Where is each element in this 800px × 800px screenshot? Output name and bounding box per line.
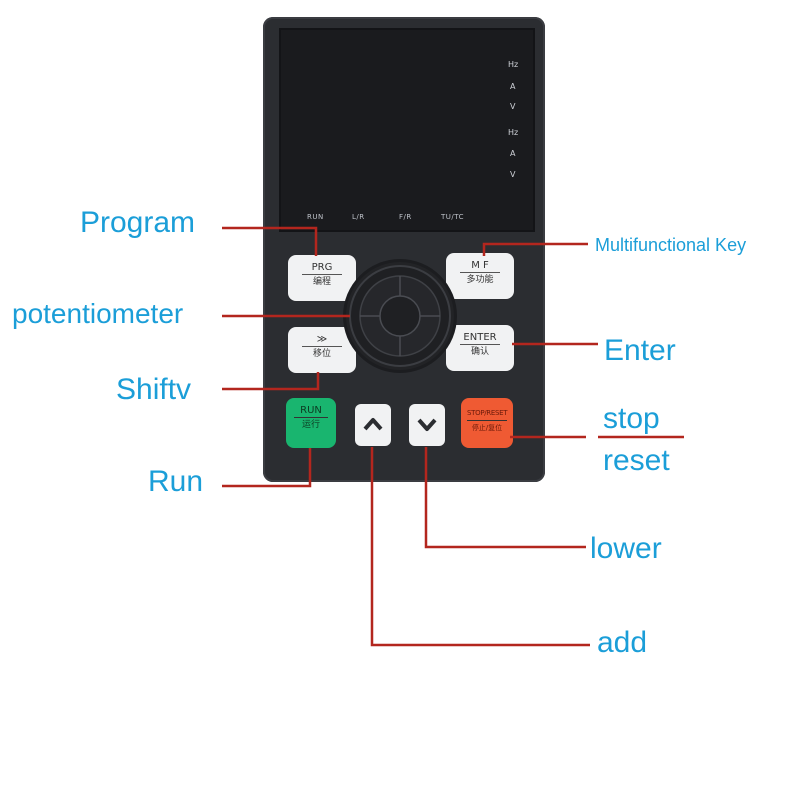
down-key[interactable] [409,404,445,446]
label-program: Program [80,206,196,239]
indicator-v-1: V [510,102,516,111]
led-fr-label: F/R [399,213,412,221]
mf-key[interactable]: M F 多功能 [446,253,514,299]
mf-key-sublabel: 多功能 [466,275,494,285]
label-shift: Shiftv [116,373,192,406]
run-key-sublabel: 运行 [301,420,320,430]
prg-key[interactable]: PRG 编程 [288,255,356,301]
enter-key[interactable]: ENTER 确认 [446,325,514,371]
leader-run [222,448,312,488]
run-key[interactable]: RUN 运行 [286,398,336,448]
mf-key-label: M F [460,253,500,273]
indicator-a-2: A [510,149,516,158]
stop-reset-key-sublabel: 停止/复位 [471,424,503,432]
chevron-up-icon [363,418,383,431]
leader-lower [424,447,586,549]
label-reset: reset [603,444,670,477]
stop-reset-key-label: STOP/RESET [467,398,508,421]
led-lr-label: L/R [352,213,365,221]
enter-key-label: ENTER [460,325,500,345]
leader-shift [222,372,320,391]
shift-key-sublabel: 移位 [312,349,331,359]
run-key-label: RUN [294,398,328,418]
label-potentiometer: potentiometer [12,298,184,329]
led-tutc-label: TU/TC [441,213,465,221]
prg-key-sublabel: 编程 [312,277,331,287]
label-multifunctional-key: Multifunctional Key [595,235,747,255]
leader-program [222,226,318,256]
shift-key-label: ≫ [302,327,342,347]
lcd-display [279,28,535,232]
indicator-hz-1: Hz [508,60,519,69]
indicator-a-1: A [510,82,516,91]
indicator-v-2: V [510,170,516,179]
indicator-hz-2: Hz [508,128,519,137]
label-stop: stop [603,402,660,435]
potentiometer-dial[interactable] [346,262,454,370]
dial-graphic [349,265,451,367]
label-lower: lower [590,532,662,565]
label-enter: Enter [604,334,676,367]
label-run: Run [148,465,204,498]
leader-add [370,447,590,647]
up-key[interactable] [355,404,391,446]
enter-key-sublabel: 确认 [470,347,489,357]
shift-key[interactable]: ≫ 移位 [288,327,356,373]
stop-reset-key[interactable]: STOP/RESET 停止/复位 [461,398,513,448]
prg-key-label: PRG [302,255,342,275]
chevron-down-icon [417,418,437,431]
leader-multifunctional [482,242,588,256]
label-add: add [597,626,648,659]
led-run-label: RUN [307,213,324,221]
